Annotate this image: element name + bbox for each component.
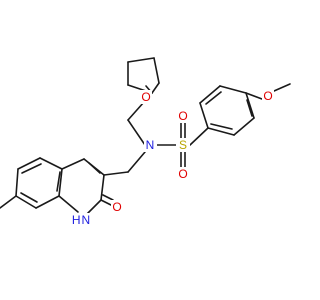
- atom-bg: [177, 109, 189, 123]
- atom-bg: [177, 167, 189, 181]
- bond: [61, 158, 85, 170]
- bond: [245, 92, 263, 100]
- bond: [100, 174, 105, 201]
- carbonyl-oxygen-label: O: [112, 200, 121, 214]
- bond: [56, 171, 61, 192]
- bond: [35, 195, 60, 209]
- bond-layer: [0, 57, 291, 215]
- molecule-canvas: O O S O O N H N O: [0, 57, 291, 227]
- bond: [21, 163, 42, 174]
- bond: [207, 127, 235, 136]
- bond: [199, 102, 209, 129]
- chemical-structure-diagram: O O S O O N H N O: [0, 57, 291, 227]
- atom-bg: [144, 138, 157, 152]
- bond: [20, 192, 38, 203]
- bond: [127, 151, 146, 173]
- methoxy-oxygen-label: O: [263, 89, 272, 103]
- bond: [189, 127, 209, 146]
- atom-bg: [262, 89, 274, 103]
- bond: [233, 117, 255, 136]
- bond: [15, 168, 19, 197]
- bond: [88, 162, 101, 174]
- bond: [39, 157, 63, 170]
- bond: [153, 57, 160, 84]
- bond: [245, 92, 255, 119]
- atom-bg: [140, 90, 152, 104]
- bond: [199, 85, 221, 104]
- sulfonamide-nitrogen-label: N: [146, 138, 155, 152]
- bond: [127, 119, 146, 146]
- bond: [15, 195, 37, 209]
- bond: [103, 171, 129, 176]
- sulfonyl-oxygen-top-label: O: [178, 109, 187, 123]
- bond: [205, 91, 222, 105]
- atom-label-layer: O O S O O N H N O: [71, 89, 274, 227]
- bond: [58, 195, 79, 213]
- atom-bg: [111, 200, 123, 214]
- bond: [100, 199, 112, 206]
- ring-oxygen-label: O: [141, 90, 150, 104]
- bond: [273, 83, 291, 92]
- lactam-nitrogen-label: H N: [72, 213, 90, 227]
- atom-bg: [71, 213, 91, 227]
- bond: [127, 57, 155, 63]
- bond: [151, 82, 160, 94]
- bond: [17, 157, 41, 170]
- bond: [0, 195, 17, 209]
- bond: [58, 168, 63, 197]
- atom-bg: [176, 138, 190, 152]
- bond: [210, 123, 233, 130]
- bond: [219, 85, 247, 94]
- sulfur-label: S: [179, 138, 187, 152]
- sulfonyl-oxygen-bottom-label: O: [178, 167, 187, 181]
- bond: [102, 194, 114, 201]
- bond: [246, 99, 253, 117]
- bond: [86, 199, 102, 215]
